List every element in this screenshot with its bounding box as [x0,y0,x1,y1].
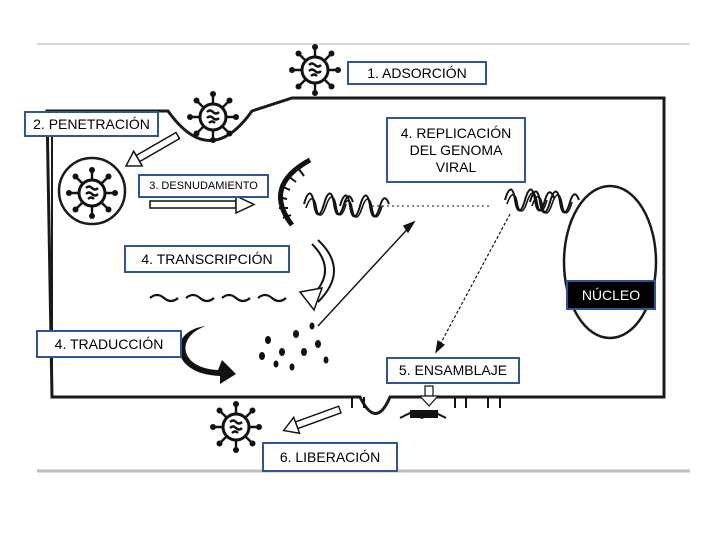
curved-arrow-icon-transcripcion [298,239,335,312]
virus-icon-endosoma [64,165,120,221]
label-adsorcion: 1. ADSORCIÓN [347,61,487,85]
label-penetracion: 2. PENETRACIÓN [24,111,159,137]
label-desnudamiento: 3. DESNUDAMIENTO [138,174,269,198]
ribosome-dot-icon [259,322,329,371]
arrow-icon-replicacion-ensamblaje [435,213,511,354]
virus-icon-penetracion [185,89,241,145]
arrow-icon-penetracion [124,131,181,167]
label-ensamblaje: 5. ENSAMBLAJE [386,357,520,384]
genome-coil-icon-2 [339,194,390,218]
curved-arrow-icon-traduccion [179,326,236,384]
arrow-icon-liberacion [282,405,342,435]
genome-coil-icon-1 [303,192,354,216]
virus-icon-adsorcion [287,42,343,98]
label-liberacion: 6. LIBERACIÓN [262,442,398,472]
membrane-receptor-icon-ensamblaje [351,397,501,408]
label-replicacion-genoma: 4. REPLICACIÓN DEL GENOMA VIRAL [386,117,526,183]
arrow-icon-desnudamiento [149,194,256,215]
label-transcripcion: 4. TRANSCRIPCIÓN [124,245,290,273]
virus-icon-liberacion [208,399,264,455]
cell-membrane [45,96,666,415]
label-nucleo: NÚCLEO [566,280,656,310]
arrow-icon-traduccion-replicacion [317,220,416,327]
nucleus-ellipse [562,184,658,340]
mrna-wave-icon [149,293,287,303]
genome-coil-icon-ensamblaje [399,410,447,420]
membrane-receptor-icon-desnudamiento [277,157,312,227]
label-traduccion: 4. TRADUCCIÓN [36,330,182,358]
arrow-icon-ensamblaje-down [418,385,440,407]
